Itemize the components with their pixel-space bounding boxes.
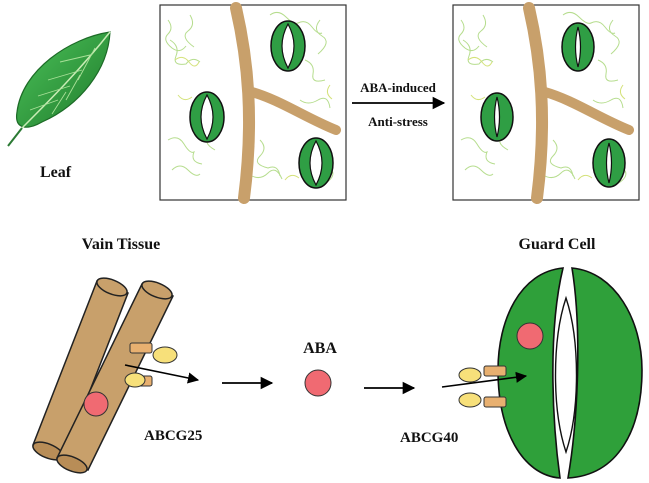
stoma-icon bbox=[298, 137, 334, 189]
abcg40-label: ABCG40 bbox=[400, 430, 458, 446]
aba-molecule-icon bbox=[83, 391, 109, 417]
vein-tube-icon bbox=[32, 277, 175, 474]
aba-molecule-icon bbox=[304, 369, 332, 397]
guard-cell-title: Guard Cell bbox=[519, 236, 596, 253]
arrow-label-top: ABA-induced bbox=[360, 80, 437, 95]
transporter-icon bbox=[441, 365, 528, 408]
stoma-icon bbox=[270, 20, 306, 72]
transporter-icon bbox=[124, 342, 200, 388]
stoma-icon bbox=[561, 22, 595, 72]
arrow-label-bottom: Anti-stress bbox=[368, 114, 428, 129]
aba-label: ABA bbox=[303, 340, 337, 357]
abcg25-label: ABCG25 bbox=[144, 428, 202, 444]
aba-molecule-icon bbox=[516, 322, 544, 350]
vein-tissue-title: Vain Tissue bbox=[82, 236, 160, 253]
leaf-label: Leaf bbox=[40, 164, 72, 181]
tissue-panel-after bbox=[452, 2, 640, 204]
tissue-panel-before bbox=[159, 2, 347, 204]
stoma-icon bbox=[189, 91, 225, 143]
stoma-icon bbox=[480, 92, 514, 142]
stoma-icon bbox=[592, 138, 626, 188]
guard-cell-icon bbox=[497, 267, 643, 479]
leaf-icon bbox=[7, 31, 111, 147]
